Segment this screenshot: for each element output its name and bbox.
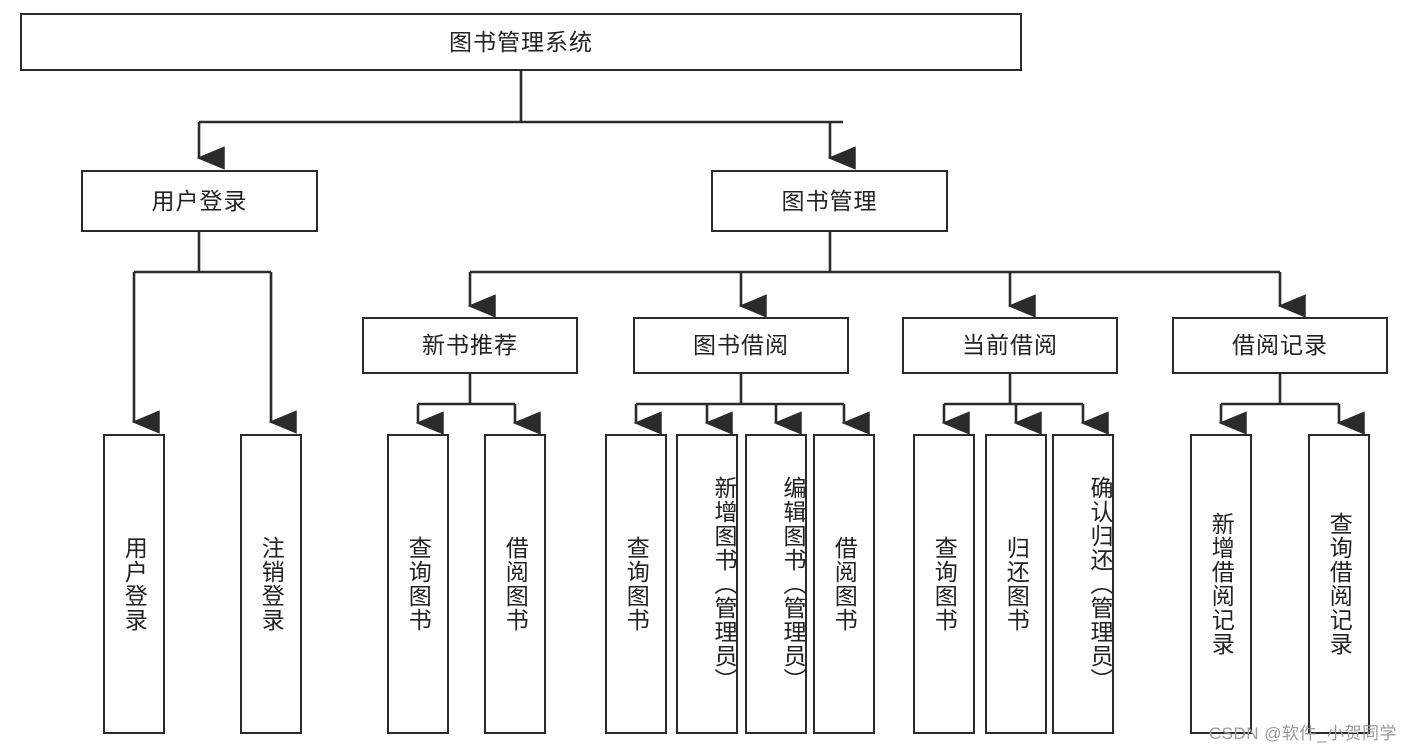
watermark-credit: CSDN @软件_小贺同学 bbox=[1208, 724, 1397, 743]
node-leaf-1[interactable]: 注销登录 bbox=[240, 434, 302, 734]
node-leaf-11[interactable]: 新增借阅记录 bbox=[1190, 434, 1252, 734]
node-leaf-8[interactable]: 查询图书 bbox=[913, 434, 975, 734]
node-level3-0[interactable]: 新书推荐 bbox=[362, 317, 578, 374]
node-leaf-10[interactable]: 确认归还（管理员） bbox=[1052, 434, 1114, 734]
node-leaf-6[interactable]: 编辑图书（管理员） bbox=[745, 434, 807, 734]
node-level3-3[interactable]: 借阅记录 bbox=[1172, 317, 1388, 374]
node-leaf-7[interactable]: 借阅图书 bbox=[813, 434, 875, 734]
node-level3-2[interactable]: 当前借阅 bbox=[902, 317, 1118, 374]
node-leaf-5[interactable]: 新增图书（管理员） bbox=[676, 434, 738, 734]
node-leaf-9[interactable]: 归还图书 bbox=[985, 434, 1047, 734]
node-leaf-2[interactable]: 查询图书 bbox=[387, 434, 449, 734]
node-level2-0[interactable]: 用户登录 bbox=[81, 170, 318, 232]
node-leaf-0[interactable]: 用户登录 bbox=[103, 434, 165, 734]
node-root[interactable]: 图书管理系统 bbox=[20, 13, 1022, 71]
node-level3-1[interactable]: 图书借阅 bbox=[633, 317, 849, 374]
node-leaf-4[interactable]: 查询图书 bbox=[605, 434, 667, 734]
node-level2-1[interactable]: 图书管理 bbox=[711, 170, 948, 232]
node-leaf-12[interactable]: 查询借阅记录 bbox=[1308, 434, 1370, 734]
node-leaf-3[interactable]: 借阅图书 bbox=[484, 434, 546, 734]
